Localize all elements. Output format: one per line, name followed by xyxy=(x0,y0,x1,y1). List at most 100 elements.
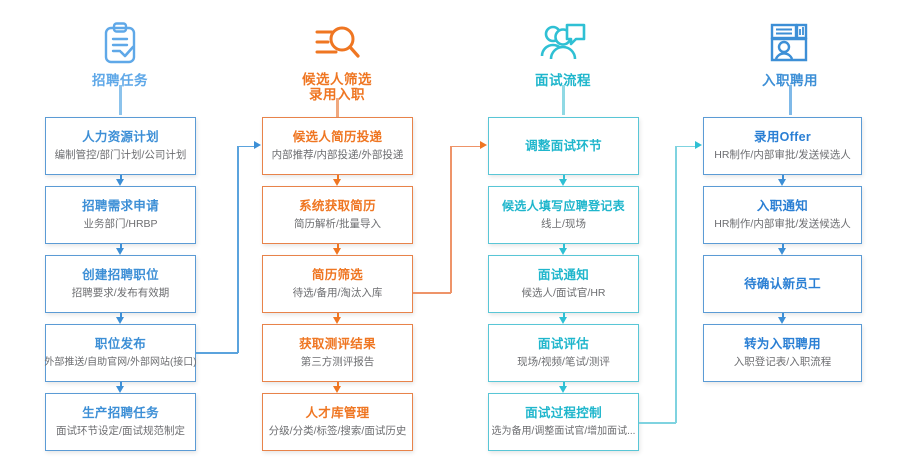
clipboard-check-icon xyxy=(30,22,210,68)
node-interview-notice[interactable]: 面试通知 候选人/面试官/HR xyxy=(488,255,639,313)
header-stem-1 xyxy=(119,85,122,115)
node-title: 人力资源计划 xyxy=(82,130,159,144)
node-subtitle: HR制作/内部审批/发送候选人 xyxy=(714,149,851,161)
node-title: 人才库管理 xyxy=(305,406,370,420)
node-title: 面试评估 xyxy=(537,337,590,351)
connector-1-1 xyxy=(119,175,122,182)
node-subtitle: 内部推荐/内部投递/外部投递 xyxy=(271,149,404,161)
connector-4-1 xyxy=(781,175,784,182)
node-title: 创建招聘职位 xyxy=(82,268,159,282)
node-title: 系统获取简历 xyxy=(299,199,376,213)
node-title: 候选人简历投递 xyxy=(292,130,383,144)
node-adjust-interview-stage[interactable]: 调整面试环节 xyxy=(488,117,639,175)
column-header-onboarding: 入职聘用 xyxy=(700,22,880,90)
arrowhead-link-orange xyxy=(480,141,487,149)
arrowhead-1-1 xyxy=(116,179,124,186)
node-title: 面试过程控制 xyxy=(525,406,602,420)
arrowhead-4-1 xyxy=(778,179,786,186)
node-resume-screening[interactable]: 简历筛选 待选/备用/淘汰入库 xyxy=(262,255,413,313)
node-subtitle: 业务部门/HRBP xyxy=(83,218,158,230)
node-subtitle: 分级/分类/标签/搜索/面试历史 xyxy=(268,425,407,437)
node-subtitle: 面试环节设定/面试规范制定 xyxy=(56,425,185,437)
arrowhead-link-teal xyxy=(695,141,702,149)
connector-3-4 xyxy=(562,382,565,389)
connector-3-2 xyxy=(562,244,565,251)
node-title: 转为入职聘用 xyxy=(744,337,821,351)
column-title: 入职聘用 xyxy=(762,73,818,88)
link-blue-h1 xyxy=(196,352,238,354)
arrowhead-2-1 xyxy=(333,179,341,186)
link-teal-h2 xyxy=(675,145,696,148)
node-subtitle: 选为备用/调整面试官/增加面试... xyxy=(491,426,636,437)
node-subtitle: 编制管控/部门计划/公司计划 xyxy=(54,149,187,161)
connector-3-1 xyxy=(562,175,565,182)
link-teal-v xyxy=(675,146,677,423)
node-subtitle: 外部推送/自助官网/外部网站(接口) xyxy=(44,357,197,368)
people-chat-icon xyxy=(473,22,653,68)
node-subtitle: 候选人/面试官/HR xyxy=(521,287,606,299)
node-title: 录用Offer xyxy=(754,130,811,144)
node-title: 获取测评结果 xyxy=(299,337,376,351)
node-interview-process-control[interactable]: 面试过程控制 选为备用/调整面试官/增加面试... xyxy=(488,393,639,451)
node-title: 待确认新员工 xyxy=(744,277,821,291)
node-hr-plan[interactable]: 人力资源计划 编制管控/部门计划/公司计划 xyxy=(45,117,196,175)
node-subtitle: 招聘要求/发布有效期 xyxy=(71,287,170,299)
node-generate-task[interactable]: 生产招聘任务 面试环节设定/面试规范制定 xyxy=(45,393,196,451)
node-recruit-request[interactable]: 招聘需求申请 业务部门/HRBP xyxy=(45,186,196,244)
node-title: 职位发布 xyxy=(94,337,147,351)
header-stem-3 xyxy=(562,85,565,115)
arrowhead-link-blue xyxy=(254,141,261,149)
node-subtitle: 入职登记表/入职流程 xyxy=(733,356,832,368)
arrowhead-1-2 xyxy=(116,248,124,255)
link-orange-h2 xyxy=(450,145,481,148)
arrowhead-2-2 xyxy=(333,248,341,255)
link-blue-v xyxy=(237,146,239,353)
node-talent-pool[interactable]: 人才库管理 分级/分类/标签/搜索/面试历史 xyxy=(262,393,413,451)
node-application-form[interactable]: 候选人填写应聘登记表 线上/现场 xyxy=(488,186,639,244)
node-assessment-result[interactable]: 获取测评结果 第三方测评报告 xyxy=(262,324,413,382)
connector-4-2 xyxy=(781,244,784,251)
node-title: 招聘需求申请 xyxy=(82,199,159,213)
employee-folder-icon xyxy=(700,22,880,68)
connector-1-2 xyxy=(119,244,122,251)
arrowhead-3-3 xyxy=(559,317,567,324)
node-publish-position[interactable]: 职位发布 外部推送/自助官网/外部网站(接口) xyxy=(44,324,197,382)
node-create-position[interactable]: 创建招聘职位 招聘要求/发布有效期 xyxy=(45,255,196,313)
connector-4-3 xyxy=(781,313,784,320)
link-teal-h1 xyxy=(639,422,676,424)
arrowhead-3-1 xyxy=(559,179,567,186)
arrowhead-3-4 xyxy=(559,386,567,393)
arrowhead-3-2 xyxy=(559,248,567,255)
arrowhead-2-4 xyxy=(333,386,341,393)
column-header-recruit-task: 招聘任务 xyxy=(30,22,210,90)
column-title: 招聘任务 xyxy=(92,73,148,88)
node-offer[interactable]: 录用Offer HR制作/内部审批/发送候选人 xyxy=(703,117,862,175)
node-title: 调整面试环节 xyxy=(525,139,602,153)
arrowhead-4-3 xyxy=(778,317,786,324)
connector-2-3 xyxy=(336,313,339,320)
node-resume-submission[interactable]: 候选人简历投递 内部推荐/内部投递/外部投递 xyxy=(262,117,413,175)
column-title-line1: 候选人筛选 xyxy=(302,72,372,87)
link-blue-h2 xyxy=(237,145,255,148)
node-title: 生产招聘任务 xyxy=(82,406,159,420)
node-convert-to-hire[interactable]: 转为入职聘用 入职登记表/入职流程 xyxy=(703,324,862,382)
search-list-icon xyxy=(247,22,427,68)
node-title: 面试通知 xyxy=(537,268,590,282)
arrowhead-1-3 xyxy=(116,317,124,324)
connector-2-2 xyxy=(336,244,339,251)
node-interview-evaluation[interactable]: 面试评估 现场/视频/笔试/测评 xyxy=(488,324,639,382)
connector-2-4 xyxy=(336,382,339,389)
node-pending-new-employee[interactable]: 待确认新员工 xyxy=(703,255,862,313)
node-onboarding-notice[interactable]: 入职通知 HR制作/内部审批/发送候选人 xyxy=(703,186,862,244)
connector-1-4 xyxy=(119,382,122,389)
column-title-line2: 录用入职 xyxy=(309,87,365,102)
arrowhead-4-2 xyxy=(778,248,786,255)
link-orange-v xyxy=(450,146,452,293)
node-title: 入职通知 xyxy=(756,199,809,213)
node-subtitle: 第三方测评报告 xyxy=(300,356,375,368)
node-system-fetch-resume[interactable]: 系统获取简历 简历解析/批量导入 xyxy=(262,186,413,244)
arrowhead-1-4 xyxy=(116,386,124,393)
node-subtitle: 现场/视频/笔试/测评 xyxy=(517,356,610,368)
connector-2-1 xyxy=(336,175,339,182)
